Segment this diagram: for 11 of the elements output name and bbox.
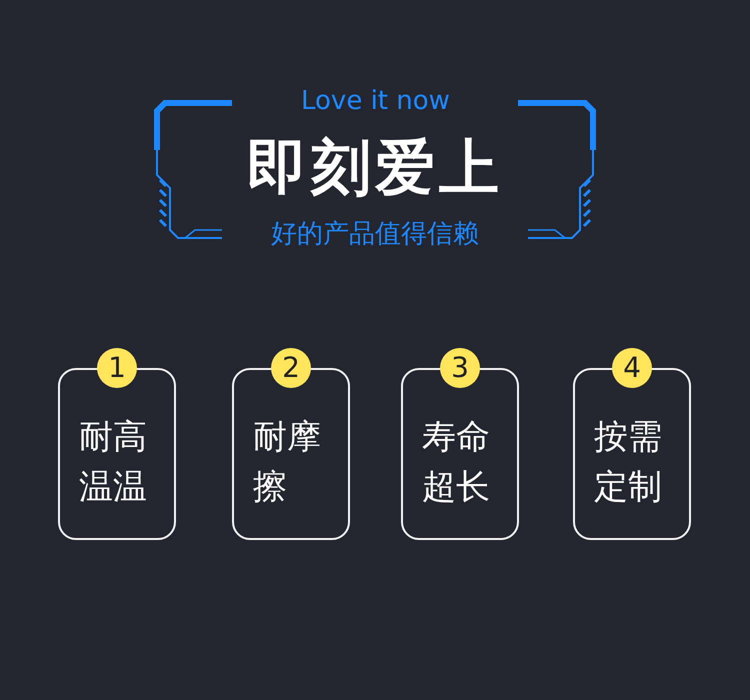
number-badge: 1 bbox=[97, 348, 137, 388]
heading: 即刻爱上 bbox=[247, 132, 503, 205]
subtitle: 好的产品值得信赖 bbox=[271, 218, 479, 251]
number-badge: 2 bbox=[271, 348, 311, 388]
number-badge: 4 bbox=[612, 348, 652, 388]
feature-text: 耐高温温 bbox=[79, 416, 148, 509]
number-badge: 3 bbox=[440, 348, 480, 388]
feature-text: 寿命超长 bbox=[422, 416, 491, 509]
tagline: Love it now bbox=[301, 86, 450, 116]
feature-text: 耐摩擦 bbox=[253, 416, 322, 509]
feature-text: 按需定制 bbox=[594, 416, 663, 509]
